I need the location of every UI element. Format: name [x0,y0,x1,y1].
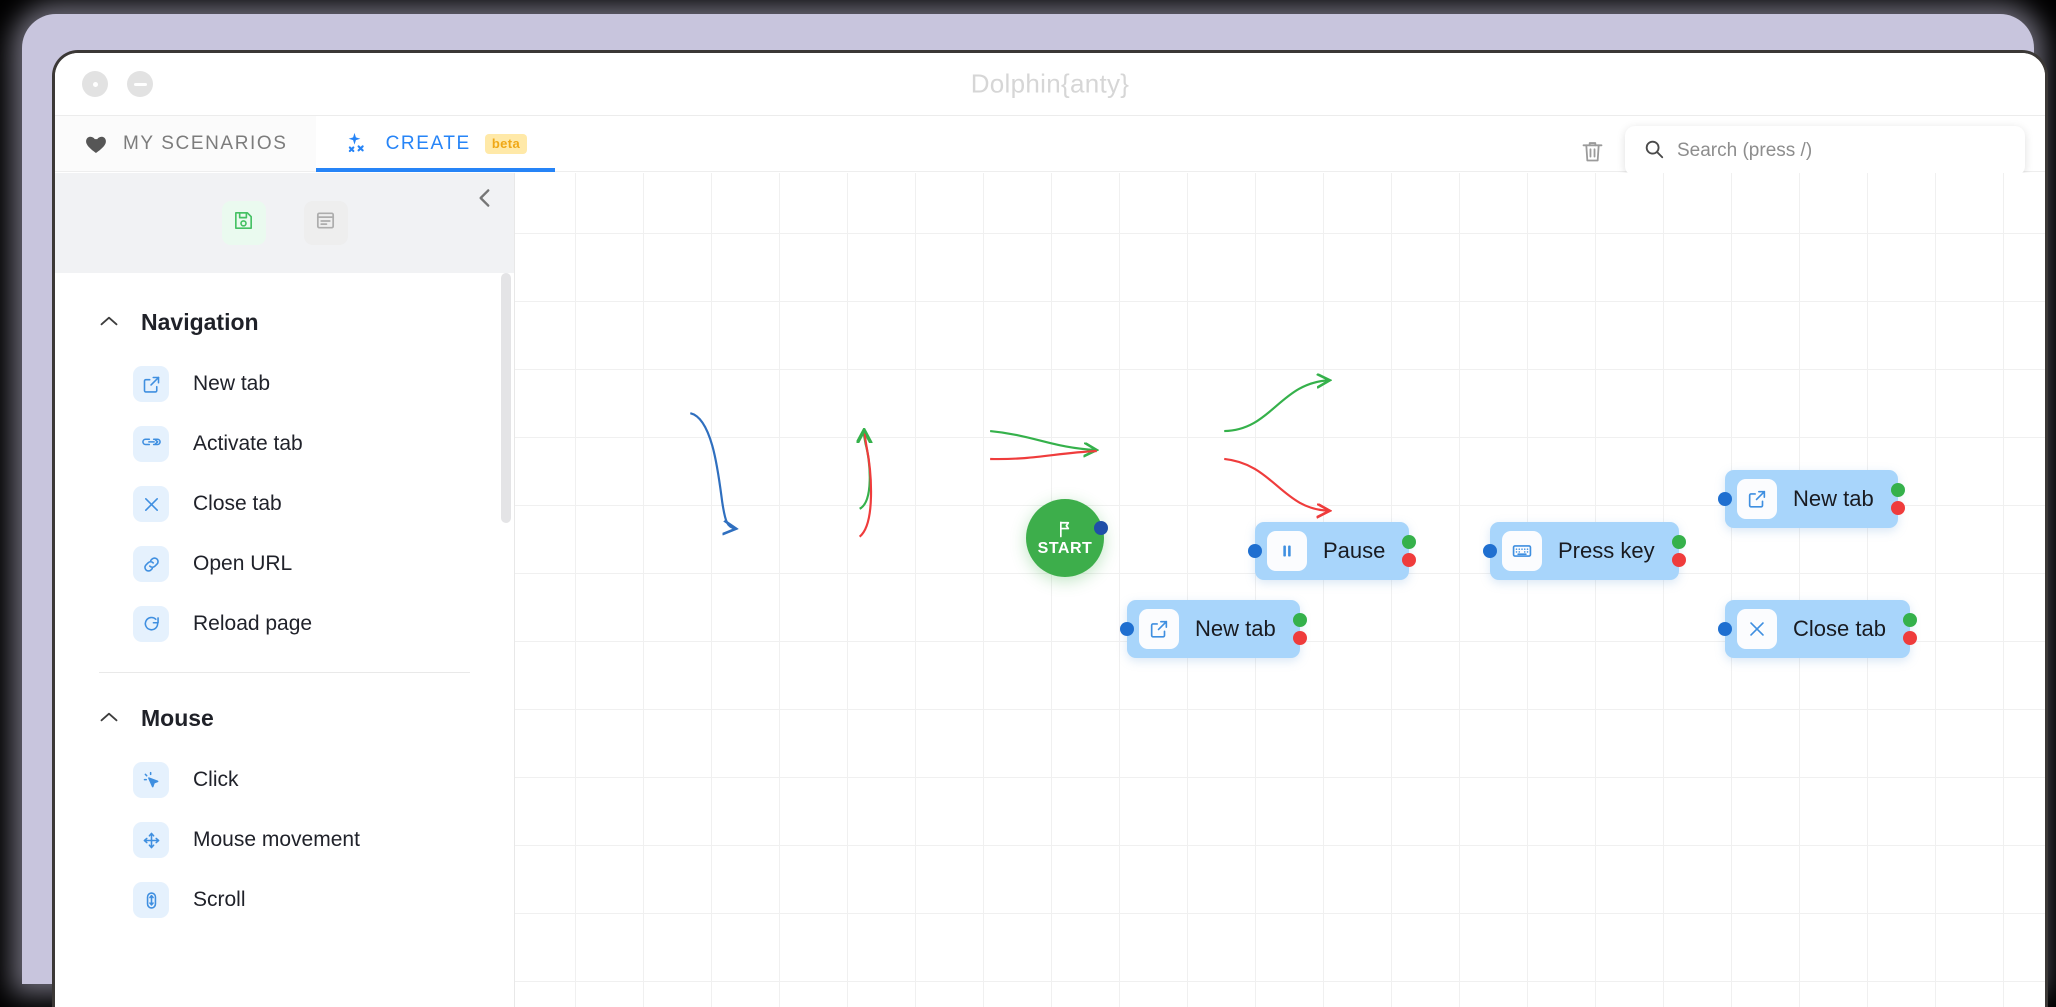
external-link-icon [133,366,169,402]
beta-badge: beta [484,133,528,154]
node-input-port[interactable] [1718,622,1732,636]
node-error-port[interactable] [1890,501,1905,515]
collapse-panel-button[interactable] [472,185,498,211]
tab-label: MY SCENARIOS [123,132,288,154]
search-box[interactable] [1625,126,2025,176]
node-success-port[interactable] [1402,535,1417,549]
action-item-new-tab[interactable]: New tab [55,354,514,414]
tab-my-scenarios[interactable]: MY SCENARIOS [55,116,316,171]
pause-icon [1267,531,1307,571]
notes-button[interactable] [303,201,348,245]
action-item-activate-tab[interactable]: Activate tab [55,414,514,474]
group-divider [99,672,470,673]
save-disk-icon [232,209,255,237]
trash-icon[interactable] [1577,136,1607,166]
node-error-port[interactable] [1402,553,1417,567]
flow-node-new-tab-2[interactable]: New tab [1718,470,1905,528]
action-item-label: Open URL [193,552,293,575]
app-window: Dolphin{anty} MY SCENARIOS CREATE beta [52,50,2048,1007]
flow-node-new-tab-1[interactable]: New tab [1120,600,1307,658]
action-item-click[interactable]: Click [55,750,514,810]
action-item-label: Reload page [193,612,313,635]
node-input-port[interactable] [1483,544,1497,558]
action-item-mouse-movement[interactable]: Mouse movement [55,810,514,870]
node-error-port[interactable] [1902,631,1917,645]
flow-node-label: Pause [1323,538,1386,563]
flow-node-pause[interactable]: Pause [1248,522,1417,580]
window-dot-button[interactable] [82,71,108,97]
link-dash-icon [133,426,169,462]
header-actions [1577,126,2025,176]
tab-create[interactable]: CREATE beta [315,116,556,172]
search-input[interactable] [1677,140,2007,162]
node-success-port[interactable] [1902,613,1917,627]
scroll-icon [133,882,169,918]
node-success-port[interactable] [1890,483,1905,497]
node-success-port[interactable] [1671,535,1686,549]
external-link-icon [1139,609,1179,649]
start-output-port[interactable] [1094,521,1108,535]
action-item-label: Scroll [193,888,246,911]
group-title: Navigation [141,309,259,335]
flow-node-press-key[interactable]: Press key [1483,522,1686,580]
group-header-navigation[interactable]: Navigation [55,283,514,354]
app-outer-frame: Dolphin{anty} MY SCENARIOS CREATE beta [22,14,2048,1007]
action-item-open-url[interactable]: Open URL [55,534,514,594]
flow-node-label: Press key [1558,538,1655,563]
flag-icon [1055,519,1075,539]
move-arrows-icon [133,822,169,858]
search-icon [1643,138,1665,165]
action-item-label: Click [193,768,239,791]
group-header-mouse[interactable]: Mouse [55,679,514,750]
flow-node-close-tab[interactable]: Close tab [1718,600,1917,658]
action-item-label: Close tab [193,492,282,515]
action-item-label: Mouse movement [193,828,360,851]
node-success-port[interactable] [1292,613,1307,627]
tab-bar: MY SCENARIOS CREATE beta [55,116,2045,176]
node-error-port[interactable] [1292,631,1307,645]
note-icon [314,209,337,237]
action-item-scroll[interactable]: Scroll [55,870,514,930]
node-input-port[interactable] [1120,622,1134,636]
group-title: Mouse [141,705,214,731]
sparkle-icon [344,130,372,158]
sidebar-toolbar [55,173,514,273]
node-error-port[interactable] [1671,553,1686,567]
window-controls [82,71,153,97]
action-item-reload-page[interactable]: Reload page [55,594,514,654]
close-x-icon [133,486,169,522]
keyboard-icon [1502,531,1542,571]
chevron-up-icon [99,314,119,332]
external-link-icon [1737,479,1777,519]
chevron-up-icon [99,710,119,728]
action-item-close-tab[interactable]: Close tab [55,474,514,534]
start-node[interactable]: START [1026,499,1108,577]
tab-label: CREATE [385,132,471,154]
save-button[interactable] [221,201,266,245]
flow-node-label: New tab [1195,616,1276,641]
chain-link-icon [133,546,169,582]
node-input-port[interactable] [1718,492,1732,506]
heart-icon [83,132,109,156]
flow-edges [689,173,2045,538]
sidebar-scrollbar[interactable] [501,273,511,523]
close-x-icon [1737,609,1777,649]
action-item-label: Activate tab [193,432,303,455]
flow-node-label: New tab [1793,486,1874,511]
action-item-label: New tab [193,372,271,395]
start-node-label: START [1037,539,1093,557]
flow-node-label: Close tab [1793,616,1886,641]
reload-icon [133,606,169,642]
cursor-click-icon [133,762,169,798]
node-input-port[interactable] [1248,544,1262,558]
page-title: Dolphin{anty} [970,68,1130,99]
window-minimize-button[interactable] [127,71,153,97]
title-bar: Dolphin{anty} [55,53,2045,116]
